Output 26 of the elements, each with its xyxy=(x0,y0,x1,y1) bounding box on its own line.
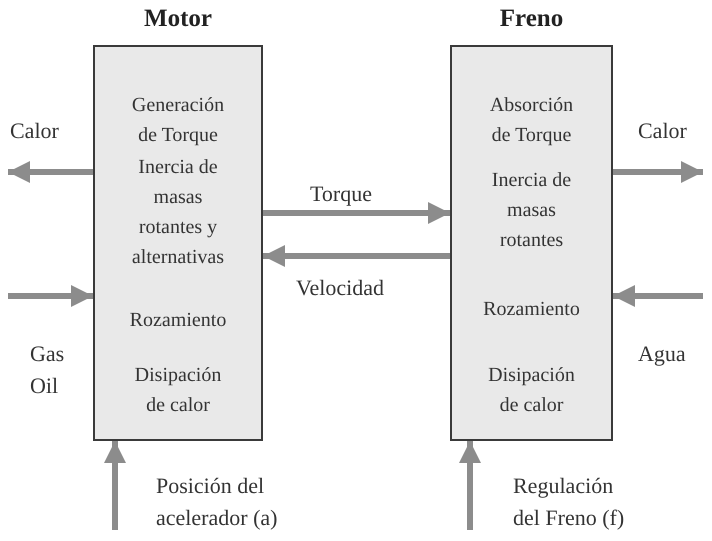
box-text: Inercia de masas rotantes y alternativas xyxy=(130,155,226,270)
arrow xyxy=(8,161,93,183)
edge-label: Agua xyxy=(638,340,687,368)
box-text: Absorción de Torque xyxy=(488,93,574,148)
box-heading: Motor xyxy=(142,5,214,33)
edge-label: Posición del acelerador (a) xyxy=(156,472,279,532)
box-text: Rozamiento xyxy=(128,308,228,333)
arrow xyxy=(613,161,703,183)
arrow xyxy=(8,285,93,307)
box-text: Inercia de masas rotantes xyxy=(490,168,572,253)
edge-label: Velocidad xyxy=(296,274,385,302)
arrow xyxy=(263,245,450,267)
box-heading: Freno xyxy=(498,5,564,33)
box-text: Rozamiento xyxy=(482,297,581,322)
edge-label: Calor xyxy=(10,117,60,145)
box-text: Generación de Torque xyxy=(130,93,226,148)
edge-label: Regulación del Freno (f) xyxy=(513,472,626,532)
box-text: Disipación de calor xyxy=(134,363,222,418)
edge-label: Gas Oil xyxy=(30,340,66,400)
arrow xyxy=(459,441,481,530)
arrow xyxy=(613,285,703,307)
edge-label: Calor xyxy=(638,117,688,145)
arrow xyxy=(104,441,126,530)
arrow xyxy=(263,202,450,224)
edge-label: Torque xyxy=(310,180,373,208)
box-text: Disipación de calor xyxy=(487,363,576,418)
